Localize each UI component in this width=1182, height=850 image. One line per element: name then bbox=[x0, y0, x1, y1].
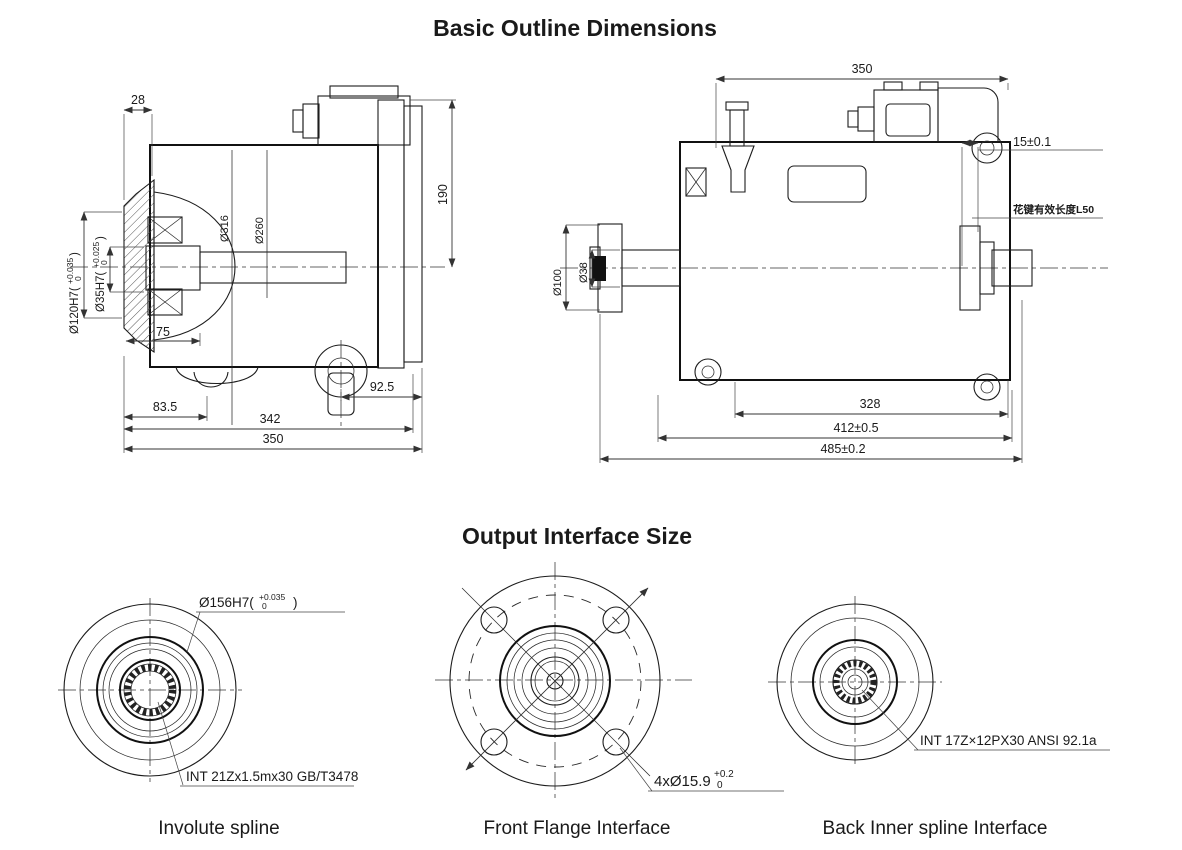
involute-dia-label: Ø156H7( +0.035 0 ) bbox=[199, 592, 298, 611]
right-side-view bbox=[560, 81, 1108, 401]
right-view-dimensions: 350 15±0.1 花键有效长度L50 Ø100 Ø38 328 412±0.… bbox=[552, 62, 1103, 463]
svg-text:0: 0 bbox=[99, 260, 109, 265]
svg-text:): ) bbox=[293, 595, 298, 610]
dim-15-label: 15±0.1 bbox=[1013, 135, 1051, 149]
svg-text:+0.025: +0.025 bbox=[91, 241, 101, 268]
dim-328-label: 328 bbox=[860, 397, 881, 411]
front-flange-view: 4xØ15.9 +0.2 0 bbox=[435, 562, 784, 798]
dim-316-label: Ø316 bbox=[219, 215, 231, 242]
svg-text:Ø120H7(: Ø120H7( bbox=[69, 287, 81, 334]
dim-dia35-label: Ø35H7( +0.025 0 ) bbox=[91, 236, 109, 312]
involute-spline-view: Ø156H7( +0.035 0 ) INT 21Zx1.5mx30 GB/T3… bbox=[58, 592, 358, 787]
left-side-view bbox=[70, 85, 445, 430]
svg-text:4xØ15.9: 4xØ15.9 bbox=[654, 773, 711, 790]
dim-83-5-label: 83.5 bbox=[153, 400, 177, 414]
title-basic-outline: Basic Outline Dimensions bbox=[433, 15, 717, 41]
svg-text:Ø35H7(: Ø35H7( bbox=[95, 272, 107, 312]
dim-92-5-label: 92.5 bbox=[370, 380, 394, 394]
caption-front-flange: Front Flange Interface bbox=[484, 818, 671, 839]
dim-260-label: Ø260 bbox=[254, 217, 266, 244]
svg-text:0: 0 bbox=[262, 601, 267, 611]
dim-350-right-label: 350 bbox=[852, 62, 873, 76]
dim-dia120-label: Ø120H7( +0.035 0 ) bbox=[65, 252, 83, 334]
svg-text:+0.2: +0.2 bbox=[714, 769, 734, 780]
dim-dia100-label: Ø100 bbox=[552, 269, 564, 296]
svg-text:+0.035: +0.035 bbox=[259, 592, 286, 602]
dim-412-label: 412±0.5 bbox=[833, 421, 878, 435]
dim-28-label: 28 bbox=[131, 93, 145, 107]
back-spline-spec-label: INT 17Z×12PX30 ANSI 92.1a bbox=[920, 733, 1097, 748]
svg-text:0: 0 bbox=[717, 780, 723, 791]
title-output-interface: Output Interface Size bbox=[462, 523, 692, 549]
svg-text:Ø156H7(: Ø156H7( bbox=[199, 595, 254, 610]
flange-holes-label: 4xØ15.9 +0.2 0 bbox=[654, 769, 734, 791]
back-inner-spline-view: INT 17Z×12PX30 ANSI 92.1a bbox=[768, 596, 1110, 768]
svg-text:): ) bbox=[69, 252, 81, 256]
svg-text:0: 0 bbox=[73, 276, 83, 281]
dim-350-left-label: 350 bbox=[263, 432, 284, 446]
dim-190-label: 190 bbox=[436, 184, 450, 205]
caption-back-inner-spline: Back Inner spline Interface bbox=[823, 818, 1048, 839]
dim-dia38-label: Ø38 bbox=[578, 262, 590, 283]
svg-text:+0.035: +0.035 bbox=[65, 257, 75, 284]
left-view-dimensions: 28 190 Ø316 Ø260 Ø120H7( +0.035 0 ) Ø35H… bbox=[65, 93, 456, 453]
dim-75-label: 75 bbox=[156, 325, 170, 339]
involute-spec-label: INT 21Zx1.5mx30 GB/T3478 bbox=[186, 769, 358, 784]
caption-involute-spline: Involute spline bbox=[158, 818, 279, 839]
spline-length-note: 花键有效长度L50 bbox=[1013, 203, 1094, 216]
dim-342-label: 342 bbox=[260, 412, 281, 426]
svg-text:): ) bbox=[95, 236, 107, 240]
dim-485-label: 485±0.2 bbox=[820, 442, 865, 456]
